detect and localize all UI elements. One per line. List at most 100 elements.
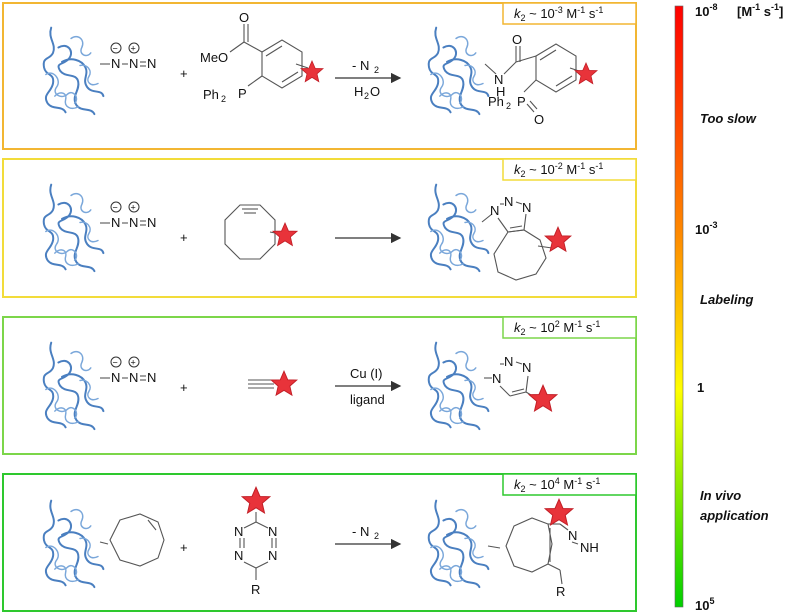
amide-product: N H O P Ph 2 O: [484, 32, 598, 127]
svg-text:- N: - N: [352, 524, 369, 539]
reaction-arrow-1: - N 2 H 2 O: [335, 58, 402, 101]
dihydropyridazine-product: N NH R: [487, 498, 599, 599]
svg-text:R: R: [251, 582, 260, 597]
application-label: application: [700, 508, 769, 523]
azide-group: N N N − +: [100, 201, 156, 230]
svg-text:N: N: [522, 200, 531, 215]
svg-text:N: N: [522, 360, 531, 375]
svg-text:Ph: Ph: [488, 94, 504, 109]
svg-text:NH: NH: [580, 540, 599, 555]
rate-label-2: k2 ~ 10-2 M-1 s-1: [514, 161, 603, 179]
svg-text:−: −: [113, 358, 118, 368]
scale-mid-value: 10-3: [695, 220, 717, 237]
svg-text:+: +: [131, 358, 136, 368]
azide-group: N N N − +: [100, 42, 156, 71]
phosphine-reagent: O MeO P Ph 2: [200, 10, 324, 104]
svg-text:H: H: [496, 84, 505, 99]
in-vivo-label: In vivo: [700, 488, 741, 503]
minus-charge-icon: [110, 42, 122, 54]
rate-box-4: [502, 473, 637, 496]
rate-label-1: k2 ~ 10-3 M-1 s-1: [514, 5, 603, 23]
scale-unit: [M-1 s-1]: [737, 2, 783, 19]
svg-text:N: N: [492, 371, 501, 386]
svg-text:N: N: [504, 194, 513, 209]
svg-text:N: N: [494, 72, 503, 87]
rate-scale: 10-8 [M-1 s-1] Too slow 10-3 Labeling 1 …: [674, 2, 783, 613]
rate-box-2: [502, 158, 637, 181]
labeling-label: Labeling: [700, 292, 754, 307]
svg-text:2: 2: [221, 94, 226, 104]
plus-charge-icon: [128, 201, 140, 213]
svg-text:N: N: [504, 354, 513, 369]
reaction-arrow-4: - N 2: [335, 524, 402, 550]
rate-box-1: [502, 2, 637, 25]
svg-text:Ph: Ph: [203, 87, 219, 102]
triazole-product: N N N: [481, 194, 572, 281]
plus-charge-icon: [128, 42, 140, 54]
plus-sign: +: [180, 540, 188, 555]
minus-charge-icon: [110, 201, 122, 213]
svg-text:P: P: [517, 94, 526, 109]
svg-text:+: +: [131, 44, 136, 54]
svg-text:N: N: [568, 528, 577, 543]
scale-one-value: 1: [697, 380, 704, 395]
svg-text:N: N: [111, 370, 120, 385]
svg-text:ligand: ligand: [350, 392, 385, 407]
svg-text:H: H: [354, 84, 363, 99]
svg-text:MeO: MeO: [200, 50, 228, 65]
panel-cuaac: k2 ~ 102 M-1 s-1 N N N − + + Cu (I) liga…: [2, 316, 637, 455]
svg-text:R: R: [556, 584, 565, 599]
plus-sign: +: [180, 230, 188, 245]
scale-bottom-value: 105: [695, 596, 714, 613]
svg-text:−: −: [113, 203, 118, 213]
rate-label-4: k2 ~ 104 M-1 s-1: [514, 476, 600, 494]
panel-staudinger: k2 ~ 10-3 M-1 s-1 N N N − + + O MeO P: [2, 2, 637, 150]
scale-top-value: 10-8: [695, 2, 717, 19]
svg-text:O: O: [512, 32, 522, 47]
reaction-arrow-3: Cu (I) ligand: [335, 366, 402, 407]
svg-text:N: N: [111, 56, 120, 71]
svg-text:N: N: [129, 370, 138, 385]
rate-label-3: k2 ~ 102 M-1 s-1: [514, 319, 600, 337]
svg-text:2: 2: [506, 101, 511, 111]
svg-text:O: O: [370, 84, 380, 99]
svg-text:N: N: [234, 524, 243, 539]
svg-text:N: N: [268, 524, 277, 539]
minus-charge-icon: [110, 356, 122, 368]
rate-box-3: [502, 316, 637, 339]
svg-text:2: 2: [374, 65, 379, 75]
svg-text:2: 2: [374, 531, 379, 541]
svg-text:N: N: [111, 215, 120, 230]
panel-3-border: [2, 316, 637, 455]
svg-text:- N: - N: [352, 58, 369, 73]
azide-group: N N N − +: [100, 356, 156, 385]
svg-text:N: N: [147, 215, 156, 230]
svg-text:2: 2: [364, 91, 369, 101]
tetrazine-reagent: N N N N R: [234, 486, 277, 597]
svg-text:−: −: [113, 44, 118, 54]
panel-iedda: k2 ~ 104 M-1 s-1 + N N N N R - N: [2, 473, 637, 612]
svg-text:N: N: [129, 215, 138, 230]
panel-spaac: k2 ~ 10-2 M-1 s-1 N N N − + + N N: [2, 158, 637, 298]
svg-text:N: N: [234, 548, 243, 563]
panel-2-border: [2, 158, 637, 298]
too-slow-label: Too slow: [700, 111, 757, 126]
rate-gradient-bar: [674, 5, 684, 608]
svg-text:N: N: [147, 56, 156, 71]
svg-text:N: N: [490, 203, 499, 218]
svg-text:N: N: [268, 548, 277, 563]
plus-sign: +: [180, 380, 188, 395]
svg-text:Cu (I): Cu (I): [350, 366, 383, 381]
svg-text:P: P: [238, 86, 247, 101]
svg-text:N: N: [147, 370, 156, 385]
panel-4-border: [2, 473, 637, 612]
svg-text:O: O: [239, 10, 249, 25]
trans-cyclooctene-group: [99, 513, 165, 567]
triazole-product: N N N: [484, 354, 558, 412]
plus-sign: +: [180, 66, 188, 81]
svg-text:+: +: [131, 203, 136, 213]
svg-text:N: N: [129, 56, 138, 71]
svg-text:O: O: [534, 112, 544, 127]
panel-1-border: [2, 2, 637, 150]
